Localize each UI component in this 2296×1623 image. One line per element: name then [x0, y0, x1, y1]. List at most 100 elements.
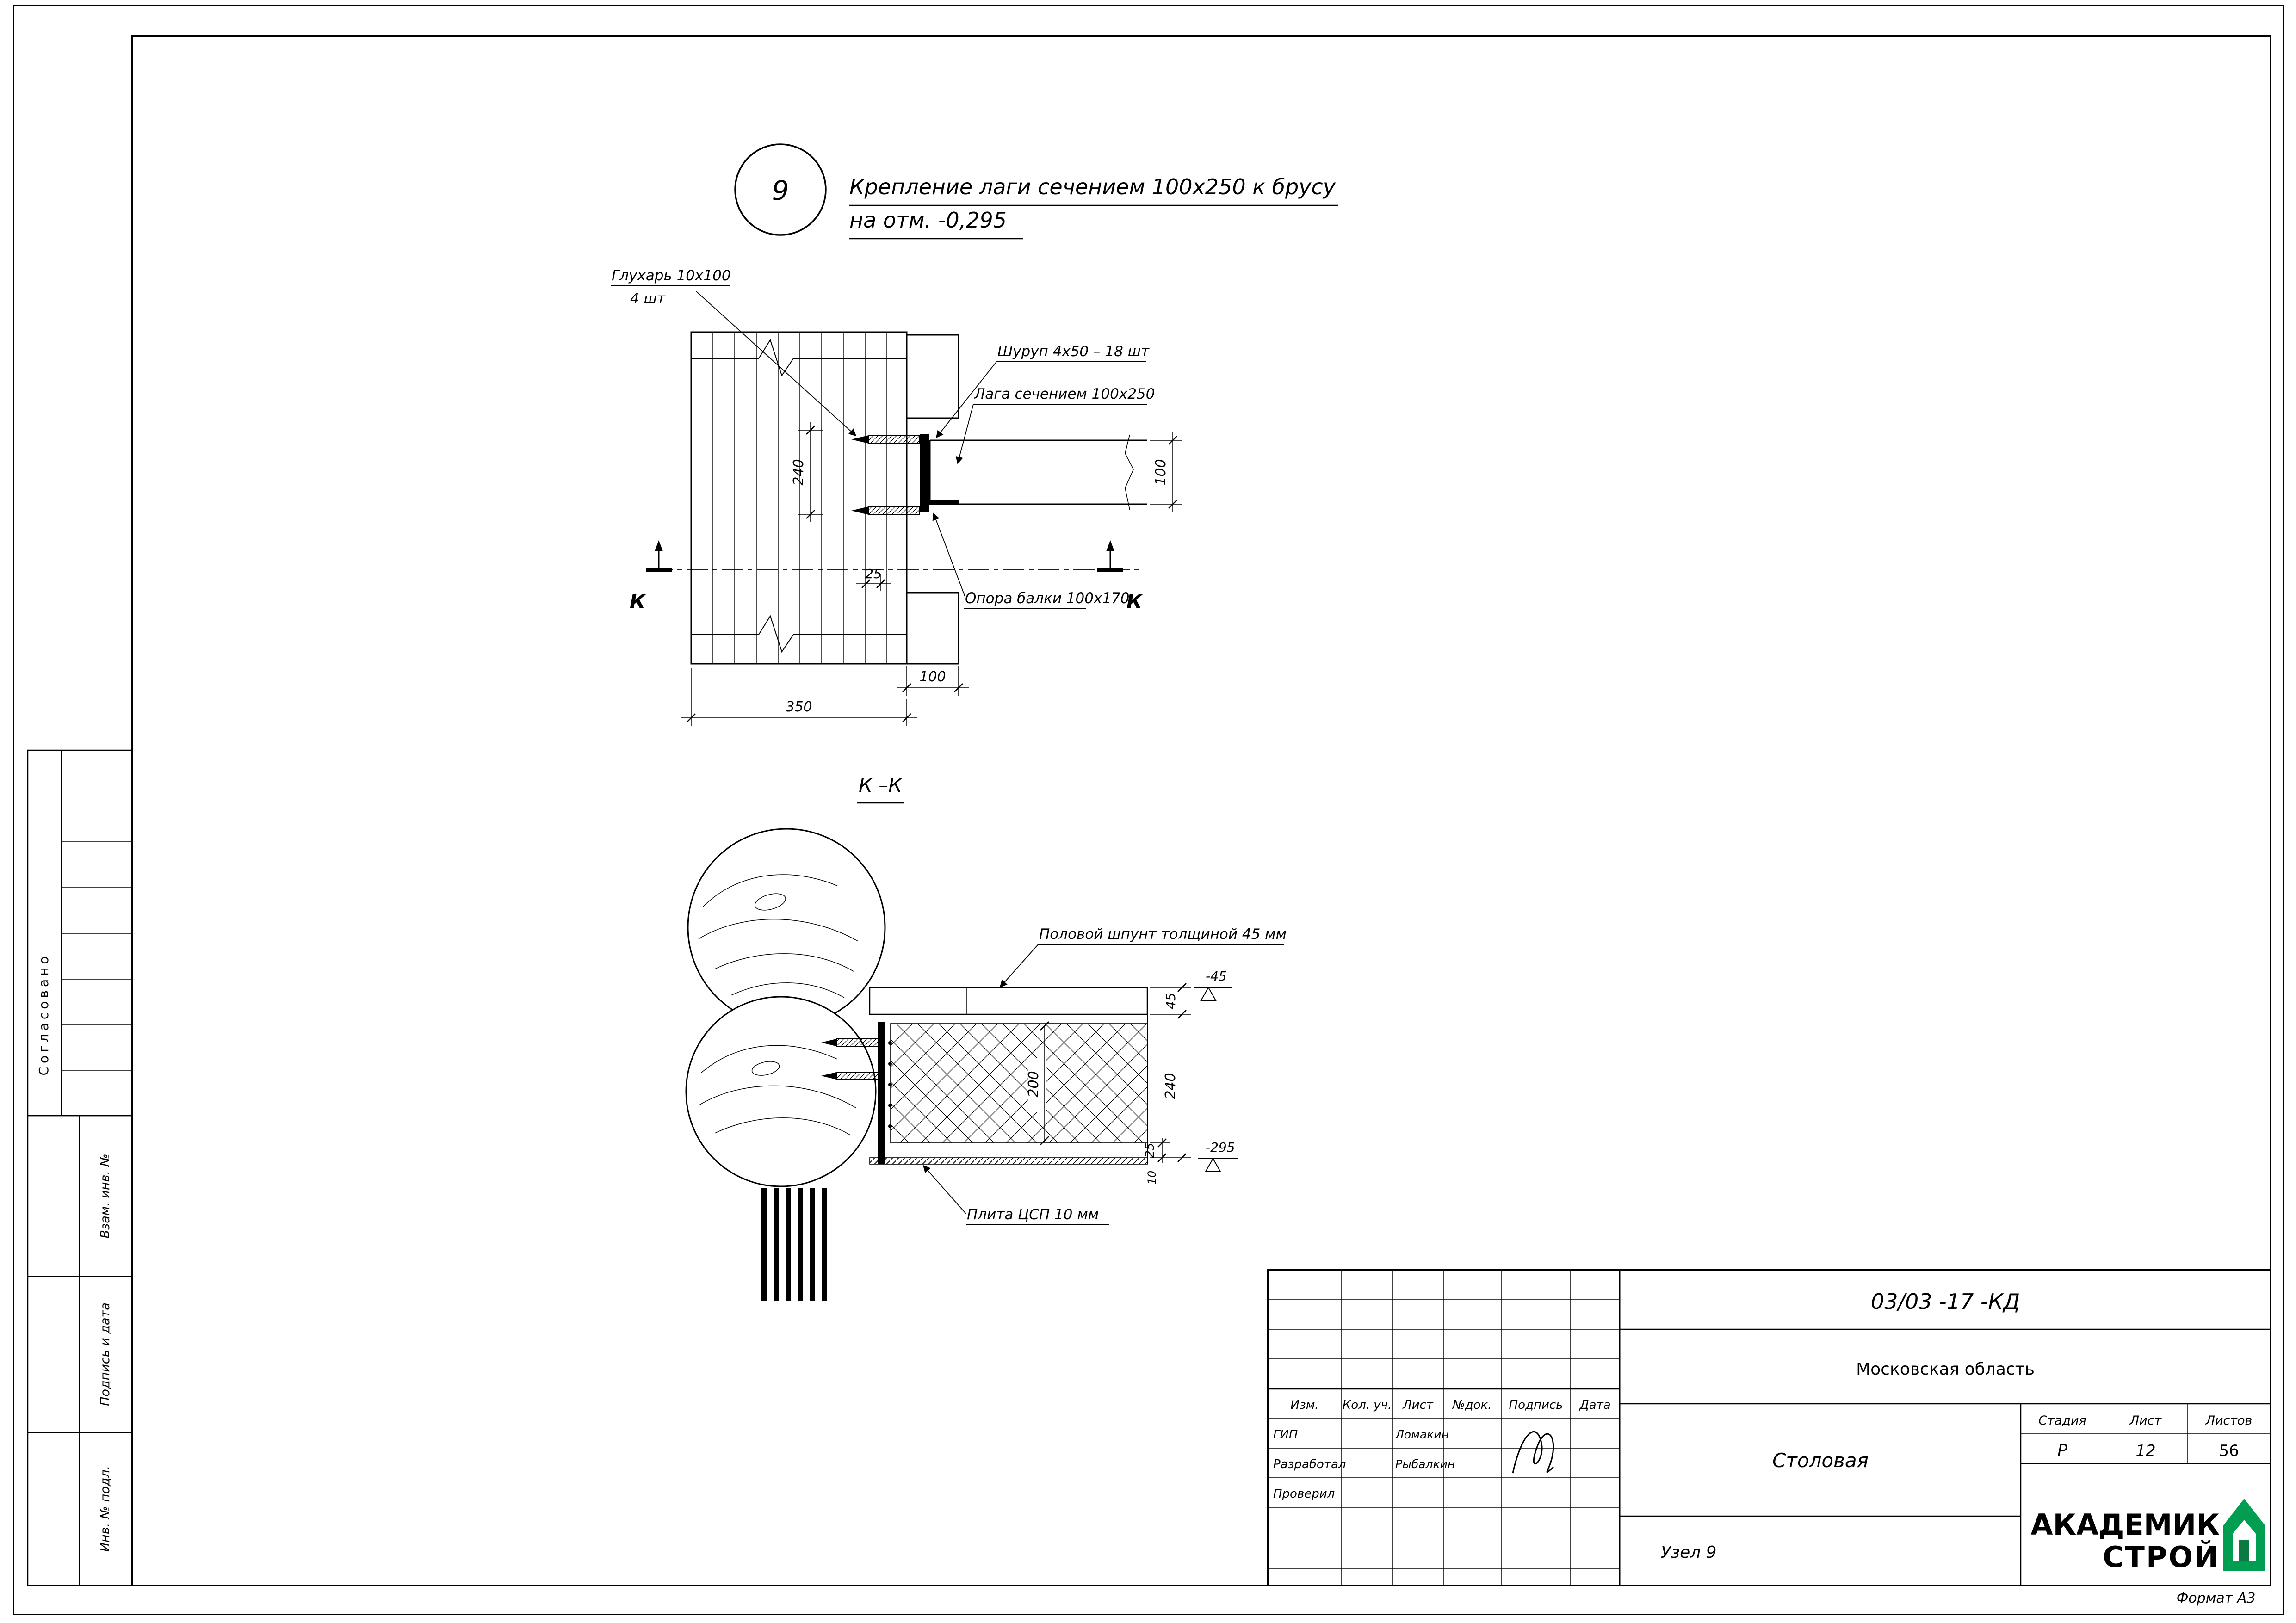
svg-text:350: 350 [786, 699, 812, 715]
dim-100-right: 100 [1150, 432, 1182, 512]
dim-350: 350 [681, 668, 917, 726]
plan-labels: Глухарь 10х100 4 шт Шуруп 4х50 – 18 шт Л… [611, 267, 1155, 609]
stage-label: Стадия [2038, 1413, 2086, 1428]
support-block-top [906, 334, 959, 419]
floor-board [869, 987, 1148, 1015]
row-role-razrabotal: Разработал [1273, 1457, 1346, 1471]
node-header: 9 Крепление лаги сечением 100х250 к брус… [734, 143, 1338, 240]
sidebar-inv-label: Инв. № подл. [98, 1466, 112, 1552]
section-mark-k-left: К [630, 590, 647, 613]
col-ndok: №док. [1452, 1398, 1492, 1412]
dim-10: 10 [1145, 1171, 1158, 1185]
sidebar-podpis-label: Подпись и дата [98, 1302, 112, 1406]
title-block-grid [1268, 1270, 1621, 1586]
title-block-right-lines [1620, 1328, 2271, 1586]
lag-break-line [1125, 434, 1134, 510]
beam-hanger-plate [920, 434, 929, 512]
label-laga: Лага сечением 100х250 [974, 386, 1155, 402]
row-name-razrabotal: Рыбалкин [1395, 1457, 1455, 1471]
label-gluhar-qty: 4 шт [630, 290, 666, 307]
signature-scribble [1512, 1431, 1554, 1474]
sheets-label: Листов [2205, 1413, 2253, 1428]
node-label: Узел 9 [1661, 1543, 1717, 1562]
sheet-value: 12 [2135, 1442, 2155, 1460]
logo-top-text: АКАДЕМИК [2031, 1508, 2220, 1542]
svg-text:200: 200 [1026, 1071, 1042, 1097]
dim-240: 240 [791, 422, 823, 522]
dim-240-section: 240 [1150, 1014, 1191, 1166]
format-note: Формат А3 [2177, 1590, 2256, 1606]
node-title-line2: на отм. -0,295 [849, 208, 1007, 233]
svg-text:25: 25 [1143, 1142, 1157, 1158]
break-line-top [691, 339, 907, 377]
section-view: К –К [685, 774, 1287, 1301]
lag-joist [929, 434, 1147, 510]
row-role-gip: ГИП [1273, 1428, 1298, 1442]
region-name: Московская область [1856, 1360, 2035, 1379]
node-title-line1: Крепление лаги сечением 100х250 к брусу [849, 174, 1336, 199]
plan-view: К К 240 10 [611, 267, 1182, 726]
sidebar-agreed-label: Согласовано [36, 953, 51, 1075]
dim-200: 200 [1026, 1021, 1049, 1145]
section-labels: Половой шпунт толщиной 45 мм Плита ЦСП 1… [922, 926, 1287, 1225]
log-lower [685, 996, 877, 1187]
lag-screw-bottom [851, 506, 920, 515]
beam-hanger-lip [929, 500, 959, 505]
dim-100-bottom: 100 [897, 666, 969, 696]
label-shurup: Шуруп 4х50 – 18 шт [997, 343, 1150, 360]
section-screw-top [821, 1038, 879, 1047]
title-block: Изм. Кол. уч. Лист №док. Подпись Дата ГИ… [1267, 1269, 2271, 1586]
log-lower-grain [698, 1045, 856, 1136]
elevation-top: -45 [1194, 969, 1232, 1001]
logo-bottom-text: СТРОЙ [2103, 1540, 2220, 1574]
svg-text:100: 100 [919, 669, 946, 685]
label-opora: Опора балки 100х170 [965, 590, 1130, 607]
sheet-label: Лист [2129, 1413, 2162, 1428]
support-block-bottom [906, 592, 959, 665]
row-role-proveril: Проверил [1273, 1487, 1335, 1501]
row-name-gip: Ломакин [1395, 1428, 1449, 1441]
col-data: Дата [1579, 1398, 1610, 1412]
section-title: К –К [859, 774, 903, 796]
sidebar-vzam-label: Взам. инв. № [98, 1154, 112, 1238]
stage-value: Р [2057, 1441, 2067, 1460]
csp-plate [869, 1157, 1148, 1165]
insulation [890, 1023, 1148, 1143]
section-cut-marks: К К [630, 540, 1144, 613]
post-body [690, 331, 908, 665]
elevation-bottom: -295 [1198, 1140, 1238, 1172]
svg-text:-45: -45 [1206, 969, 1227, 984]
node-number-circle [734, 143, 827, 236]
lag-screw-top [851, 435, 920, 444]
object-name: Столовая [1772, 1449, 1869, 1472]
doc-number: 03/03 -17 -КД [1871, 1289, 2020, 1314]
section-mark-k-right: К [1126, 590, 1144, 613]
section-bracket-plate [878, 1022, 885, 1164]
svg-text:240: 240 [791, 459, 807, 485]
post-grain-lines [712, 332, 887, 664]
svg-text:25: 25 [865, 566, 882, 581]
svg-text:45: 45 [1163, 993, 1178, 1009]
svg-text:100: 100 [1153, 459, 1169, 485]
label-gluhar: Глухарь 10х100 [612, 267, 731, 284]
dim-25-section: 25 [1143, 1138, 1170, 1163]
svg-text:240: 240 [1163, 1073, 1179, 1099]
node-number: 9 [772, 175, 789, 206]
col-podpis: Подпись [1509, 1398, 1563, 1412]
label-shpunt: Половой шпунт толщиной 45 мм [1039, 926, 1287, 943]
dim-25: 25 [856, 566, 891, 591]
log-upper-grain [698, 874, 859, 998]
col-izm: Изм. [1290, 1398, 1318, 1412]
bracket-screw-dots [888, 1041, 892, 1128]
label-csp: Плита ЦСП 10 мм [967, 1206, 1099, 1223]
svg-text:-295: -295 [1206, 1140, 1235, 1155]
col-kol: Кол. уч. [1343, 1398, 1392, 1412]
svg-text:10: 10 [1145, 1171, 1158, 1185]
company-logo: АКАДЕМИК СТРОЙ [2031, 1499, 2265, 1574]
col-list: Лист [1402, 1398, 1434, 1412]
post-end-bars [761, 1188, 827, 1301]
section-screw-bottom [821, 1072, 879, 1080]
logo-house-icon [2223, 1499, 2265, 1571]
sheets-value: 56 [2219, 1442, 2239, 1460]
